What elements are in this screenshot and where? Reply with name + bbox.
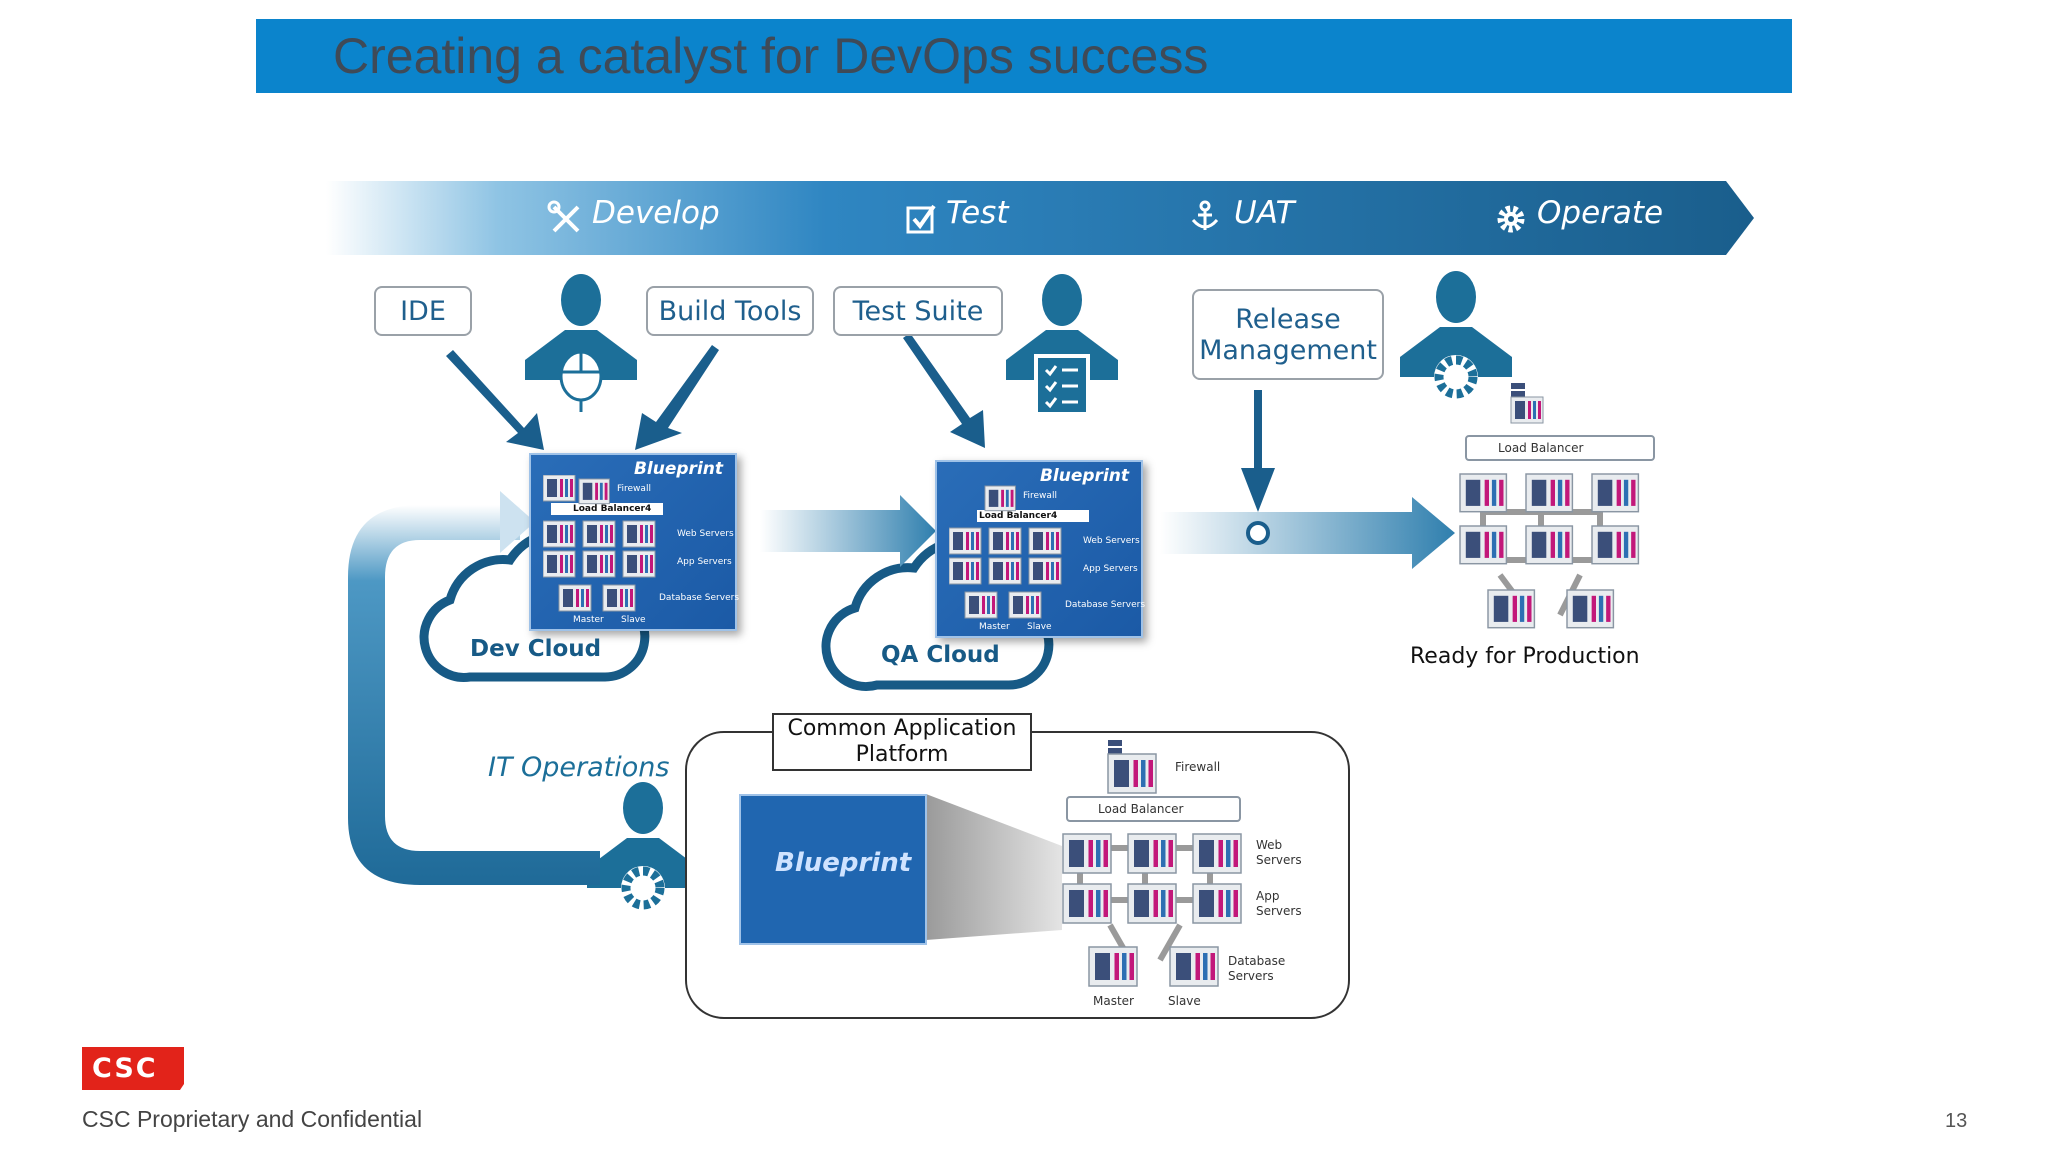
- platform-master-label: Master: [1093, 994, 1134, 1008]
- platform-title: Common Application Platform: [772, 713, 1032, 771]
- platform-app-servers-label: App Servers: [1256, 889, 1302, 918]
- platform-database-servers-label: Database Servers: [1228, 954, 1286, 983]
- platform-blueprint-label: Blueprint: [775, 848, 912, 878]
- platform-servers: [1062, 740, 1242, 987]
- app-servers-label: App Servers: [1083, 564, 1138, 574]
- footer-text: CSC Proprietary and Confidential: [82, 1106, 423, 1132]
- dev-blueprint: Blueprint Firewall Load Balancer4 Web Se…: [529, 453, 740, 631]
- slave-label: Slave: [1027, 622, 1052, 632]
- csc-logo: [82, 1047, 184, 1090]
- blueprint-title: Blueprint: [1039, 466, 1129, 486]
- page-number: 13: [1945, 1110, 1968, 1132]
- page-title: Creating a catalyst for DevOps success: [333, 28, 1209, 84]
- platform-blueprint: [739, 794, 927, 945]
- title-bar: [256, 19, 1792, 93]
- tools-icon: [547, 200, 580, 233]
- operator-person: [1400, 271, 1512, 399]
- platform-slave-label: Slave: [1168, 994, 1201, 1008]
- stage-test: Test: [946, 195, 1009, 231]
- slave-label: Slave: [621, 615, 646, 625]
- firewall-label: Firewall: [617, 484, 651, 494]
- developer-person: [525, 274, 637, 412]
- it-operations-label: IT Operations: [488, 752, 670, 783]
- flow-arrow-qa: [760, 495, 936, 567]
- app-servers-label: App Servers: [677, 557, 732, 567]
- master-label: Master: [573, 615, 604, 625]
- load-balancer-label: Load Balancer4: [573, 504, 652, 514]
- web-servers-label: Web Servers: [677, 529, 734, 539]
- ready-for-production-label: Ready for Production: [1410, 644, 1640, 669]
- blueprint-title: Blueprint: [633, 459, 723, 479]
- stage-uat: UAT: [1234, 195, 1295, 231]
- web-servers-label: Web Servers: [1083, 536, 1140, 546]
- it-ops-person: [587, 782, 699, 910]
- master-label: Master: [979, 622, 1010, 632]
- database-servers-label: Database Servers: [1065, 600, 1146, 610]
- release-management-box: Release Management: [1192, 289, 1384, 380]
- csc-logo-text: CSC: [92, 1053, 158, 1084]
- stage-operate: Operate: [1537, 195, 1664, 231]
- database-servers-label: Database Servers: [659, 593, 740, 603]
- it-ops-loop: [348, 505, 600, 885]
- flow-arrow-prod: [1160, 497, 1455, 569]
- prod-load-balancer-label: Load Balancer: [1498, 441, 1584, 455]
- platform-load-balancer-label: Load Balancer: [1098, 802, 1184, 816]
- firewall-label: Firewall: [1023, 491, 1057, 501]
- production-servers: [1459, 383, 1655, 629]
- anchor-icon: [1191, 200, 1219, 230]
- tester-person: [1006, 274, 1118, 416]
- tool-arrows: [446, 333, 1275, 512]
- build-tools-box: Build Tools: [646, 286, 814, 336]
- platform-web-servers-label: Web Servers: [1256, 838, 1302, 867]
- checkbox-icon: [906, 204, 936, 234]
- qa-cloud-label: QA Cloud: [881, 642, 1000, 668]
- platform-firewall-label: Firewall: [1175, 760, 1221, 774]
- qa-blueprint: Blueprint Firewall Load Balancer4 Web Se…: [935, 460, 1146, 638]
- dev-cloud-label: Dev Cloud: [470, 636, 602, 662]
- stage-develop: Develop: [592, 195, 720, 231]
- gear-icon: [1497, 205, 1525, 233]
- load-balancer-label: Load Balancer4: [979, 511, 1058, 521]
- test-suite-box: Test Suite: [833, 286, 1003, 336]
- ide-box: IDE: [374, 286, 472, 336]
